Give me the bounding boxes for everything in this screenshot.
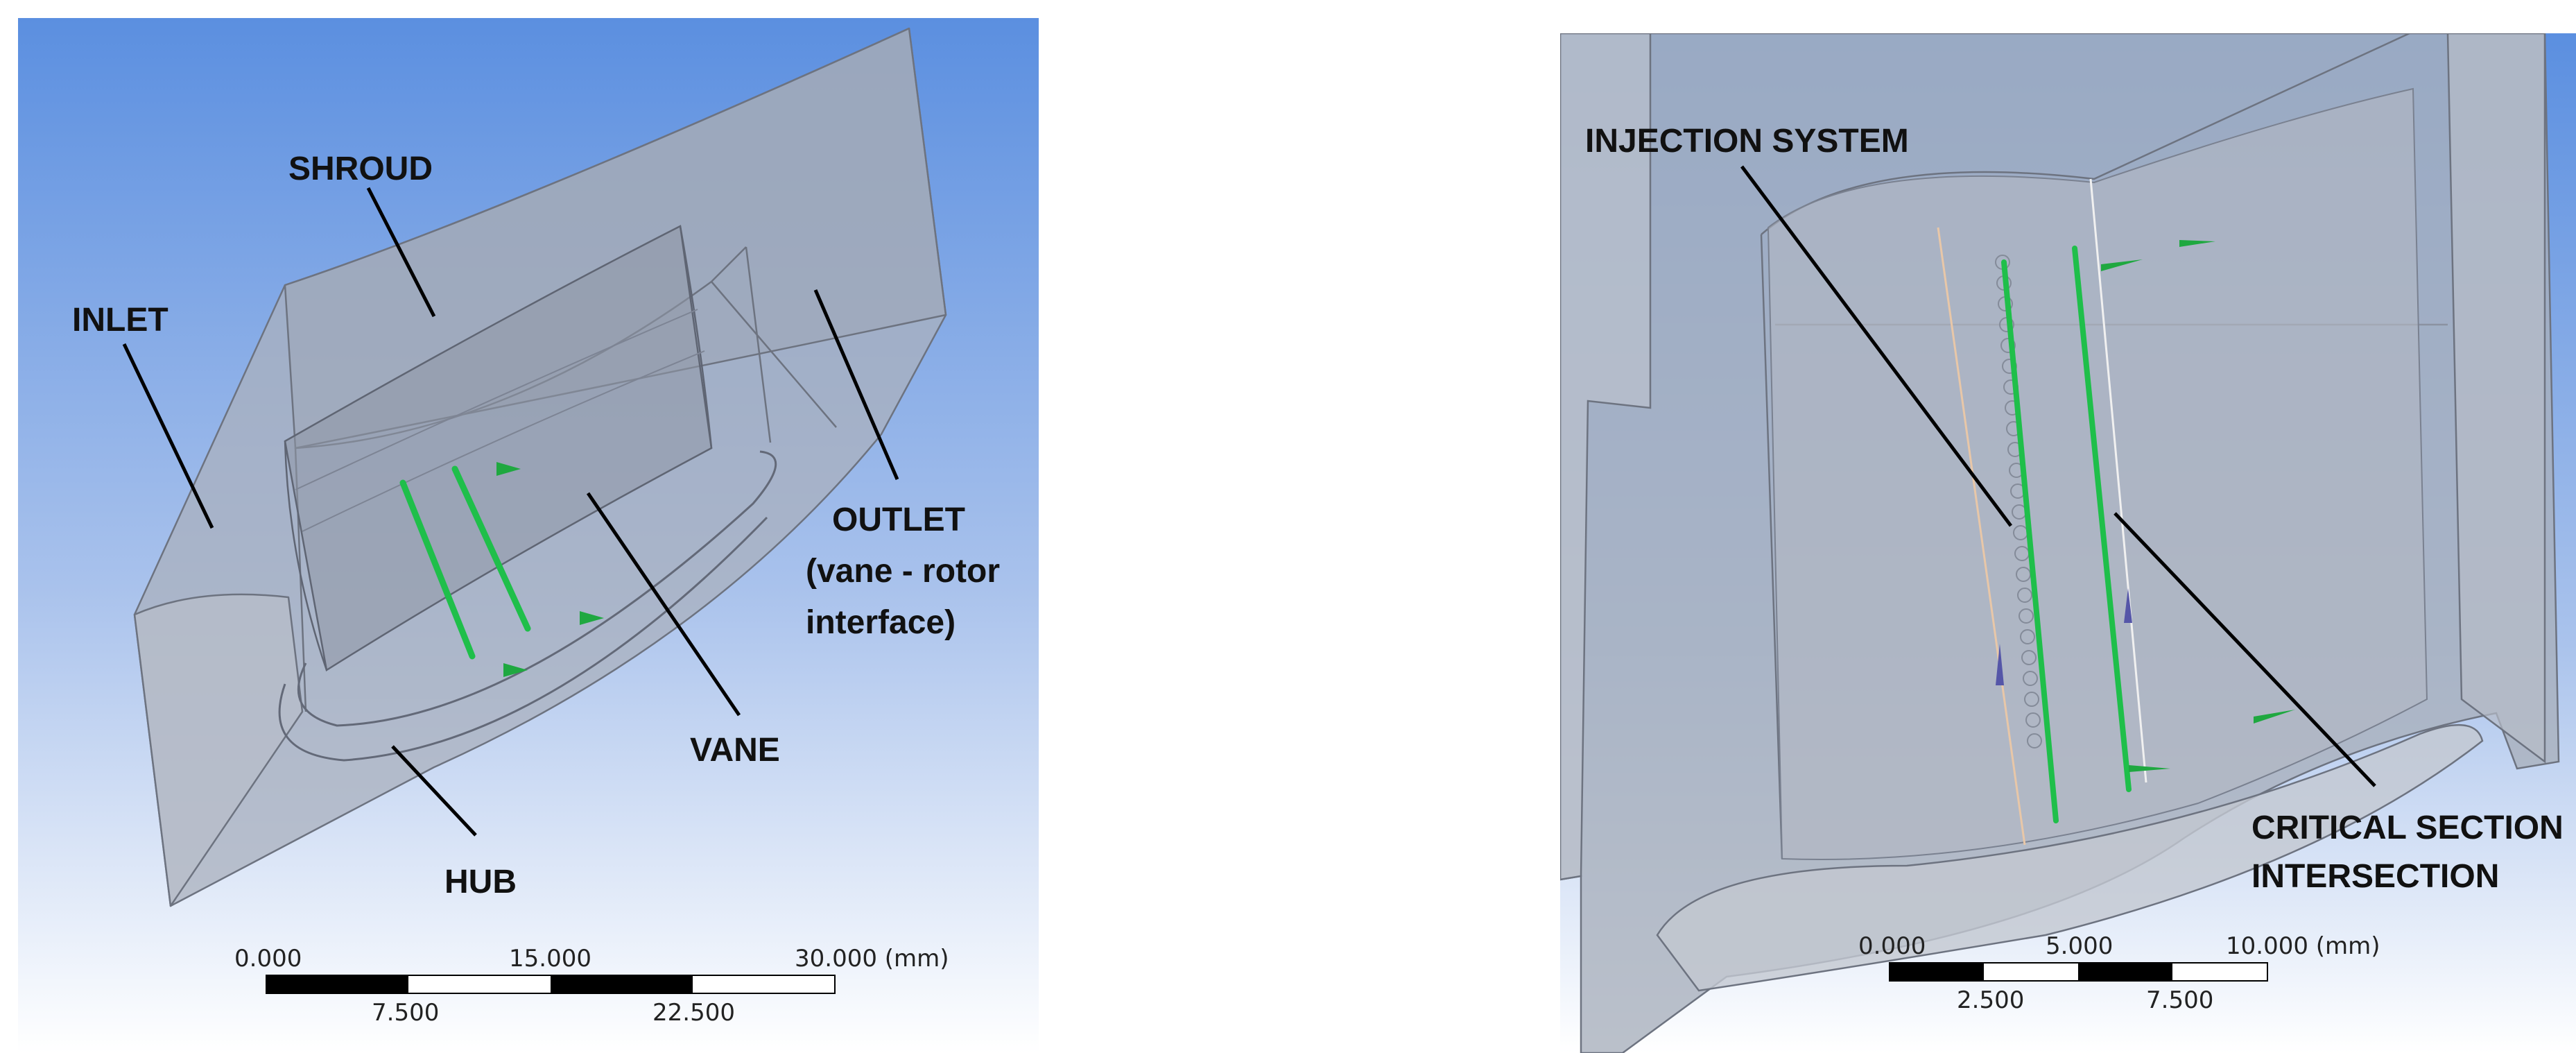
vane-body xyxy=(284,225,713,672)
scale-tick-7-5: 7.500 xyxy=(372,999,440,1027)
flow-arrows xyxy=(496,462,604,677)
scale-tick-0: 0.000 xyxy=(1858,932,1926,960)
injection-lines xyxy=(2001,246,2132,823)
outlet-label-line1: OUTLET xyxy=(832,502,965,538)
outlet-label-line2: (vane - rotor xyxy=(806,553,1001,590)
scale-tick-15: 15.000 xyxy=(509,945,591,973)
critical-section-label-line1: CRITICAL SECTION xyxy=(2251,810,2564,846)
scale-tick-5: 5.000 xyxy=(2046,932,2113,960)
leader-lines xyxy=(122,187,899,837)
scale-bar xyxy=(266,975,836,994)
outlet-label-line3: interface) xyxy=(806,604,956,641)
injection-system-label: INJECTION SYSTEM xyxy=(1585,123,1909,160)
vane-label: VANE xyxy=(690,732,780,769)
flow-arrows xyxy=(1996,240,2295,772)
critical-section-label-line2: INTERSECTION xyxy=(2251,858,2500,895)
injection-lines xyxy=(399,465,531,660)
scale-tick-0: 0.000 xyxy=(234,945,302,973)
scale-tick-22-5: 22.500 xyxy=(652,999,735,1027)
scale-tick-10: 10.000 (mm) xyxy=(2226,932,2380,960)
inlet-label: INLET xyxy=(72,302,168,339)
scale-bar xyxy=(1889,962,2268,982)
left-viewport: SHROUD INLET OUTLET (vane - rotor interf… xyxy=(18,18,1039,1053)
scale-tick-30: 30.000 (mm) xyxy=(795,945,949,973)
construction-lines xyxy=(1937,178,2147,846)
hub-label: HUB xyxy=(444,864,517,900)
right-viewport: INJECTION SYSTEM CRITICAL SECTION INTERS… xyxy=(1560,33,2576,1053)
left-geometry-render xyxy=(18,18,1039,1053)
scale-tick-7-5: 7.500 xyxy=(2146,986,2214,1014)
scale-tick-2-5: 2.500 xyxy=(1957,986,2025,1014)
right-geometry-render xyxy=(1560,33,2576,1053)
shroud-label: SHROUD xyxy=(288,151,433,187)
leader-lines xyxy=(1740,165,2376,787)
